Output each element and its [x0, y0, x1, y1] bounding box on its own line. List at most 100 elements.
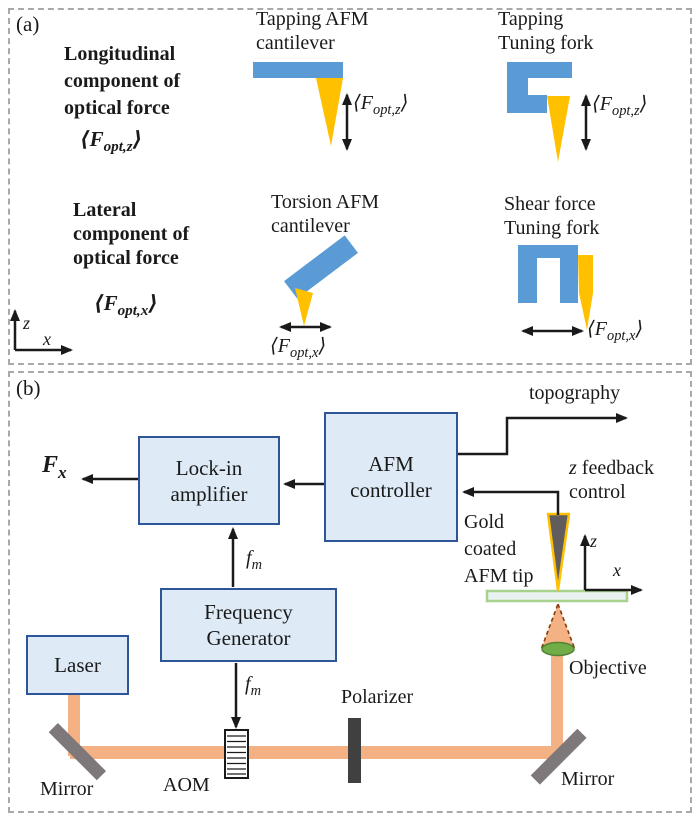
focus-cone: [540, 601, 576, 648]
fopt-z-label-tapping: ⟨Fopt,z⟩: [353, 90, 409, 118]
tapping-cantilever-tip: [316, 78, 343, 146]
formula-base: ⟨F: [587, 318, 608, 340]
mirror-right-shape: [530, 728, 587, 785]
formula-close: ⟩: [148, 291, 158, 315]
tapping-cantilever-beam: [253, 62, 343, 78]
tapping-fork-body: [507, 62, 572, 113]
formula-sub: m: [251, 557, 262, 573]
longitudinal-line1: Longitudinal: [64, 43, 176, 65]
mirror-left-shape: [48, 723, 106, 781]
tapping-cantilever-label: Tapping AFM cantilever: [256, 7, 369, 55]
controller-label-line1: AFM: [368, 452, 414, 476]
sample-slab: [485, 589, 629, 603]
formula-base: f: [246, 547, 252, 569]
formula-base: F: [42, 452, 59, 478]
tapping-fork-label: Tapping Tuning fork: [498, 7, 593, 55]
torsion-cantilever-beam: [284, 235, 358, 299]
lockin-label-line1: Lock-in: [175, 455, 243, 480]
formula-sub: m: [250, 683, 261, 699]
panel-b-tag: (b): [16, 376, 41, 400]
torsion-cantilever-tip: [295, 288, 313, 326]
aom-shape: [224, 729, 249, 779]
lockin-label-line2: amplifier: [170, 481, 248, 506]
z-feedback-arrow: [462, 487, 560, 515]
tapping-fork-tip: [547, 96, 570, 162]
z-feedback-rest: feedback: [576, 457, 654, 479]
lateral-line3: optical force: [73, 247, 179, 269]
aom-label: AOM: [163, 774, 210, 796]
afm-tip-shape: [546, 512, 571, 592]
fopt-x-label-shear: ⟨Fopt,x⟩: [587, 316, 644, 344]
fx-label: Fx: [42, 452, 67, 482]
controller-label-line2: controller: [350, 478, 432, 502]
formula-close: ⟩: [132, 127, 143, 151]
formula-base: ⟨F: [94, 291, 118, 315]
panel-b-frame: [8, 371, 692, 813]
topography-arrow: [458, 413, 628, 456]
z-feedback-label: z feedback control: [569, 456, 654, 504]
shear-fork-body: [518, 245, 578, 303]
aom-grating-lines: [227, 735, 246, 775]
laser-label: Laser: [54, 653, 101, 677]
laser-beam-up-right: [551, 650, 563, 759]
longitudinal-title: Longitudinal component of optical force: [64, 41, 180, 122]
freqgen-label-line2: Generator: [206, 626, 291, 650]
label-line2: Tuning fork: [498, 32, 594, 54]
fopt-z-label-fork: ⟨Fopt,z⟩: [592, 91, 648, 119]
formula-close: ⟩: [639, 93, 648, 115]
label-line2: Tuning fork: [504, 217, 600, 239]
gold-tip-line2: coated: [464, 538, 517, 560]
panel-a-tag: (a): [16, 12, 40, 36]
label-line1: Torsion AFM: [271, 191, 380, 213]
lockin-amplifier-box: Lock-in amplifier: [138, 436, 280, 525]
longitudinal-line3: optical force: [64, 97, 170, 119]
fm-label-lower: fm: [245, 673, 261, 699]
shear-fork-label: Shear force Tuning fork: [504, 192, 599, 240]
formula-base: ⟨F: [80, 127, 104, 151]
longitudinal-formula: ⟨Fopt,z⟩: [80, 126, 143, 155]
fopt-x-label-torsion: ⟨Fopt,x⟩: [270, 333, 327, 361]
formula-close: ⟩: [400, 92, 409, 114]
lateral-line1: Lateral: [73, 199, 137, 221]
panel-b-axis-x-label: x: [613, 560, 621, 580]
formula-close: ⟩: [318, 335, 327, 357]
panel-b-axis-z-label: z: [590, 531, 598, 551]
shear-fork-tip: [578, 255, 593, 330]
formula-base: ⟨F: [353, 92, 374, 114]
formula-sub: opt,z: [373, 102, 401, 118]
longitudinal-line2: component of: [64, 70, 181, 92]
formula-sub: opt,x: [607, 328, 636, 344]
mirror-left-label: Mirror: [40, 778, 94, 800]
panel-a-axis-z-label: z: [23, 313, 31, 333]
laser-beam-horizontal: [70, 746, 562, 759]
label-line2: cantilever: [256, 32, 335, 54]
label-line1: Tapping: [498, 8, 564, 30]
torsion-cantilever-label: Torsion AFM cantilever: [271, 190, 379, 238]
z-feedback-line1: z feedback: [569, 456, 654, 480]
laser-box: Laser: [26, 635, 129, 695]
formula-base: f: [245, 673, 251, 695]
gold-tip-line1: Gold: [464, 511, 504, 533]
formula-sub: opt,x: [290, 345, 319, 361]
afm-controller-box: AFM controller: [324, 412, 458, 542]
label-line1: Tapping AFM: [256, 8, 369, 30]
lateral-formula: ⟨Fopt,x⟩: [94, 290, 158, 320]
z-feedback-line2: control: [569, 481, 626, 503]
mirror-right-label: Mirror: [561, 768, 615, 790]
panel-a-frame: [8, 8, 692, 365]
formula-base: ⟨F: [270, 335, 291, 357]
formula-sub: opt,x: [117, 303, 149, 320]
formula-sub: x: [58, 462, 67, 482]
objective-label: Objective: [569, 657, 647, 679]
label-line1: Shear force: [504, 193, 596, 215]
freqgen-label-line1: Frequency: [204, 600, 293, 624]
gold-tip-line3: AFM tip: [464, 565, 534, 587]
panel-a-axis-x-label: x: [43, 329, 51, 349]
polarizer-label: Polarizer: [341, 686, 414, 708]
label-line2: cantilever: [271, 215, 350, 237]
formula-sub: opt,z: [612, 103, 640, 119]
formula-close: ⟩: [635, 318, 644, 340]
frequency-generator-box: Frequency Generator: [160, 588, 337, 662]
